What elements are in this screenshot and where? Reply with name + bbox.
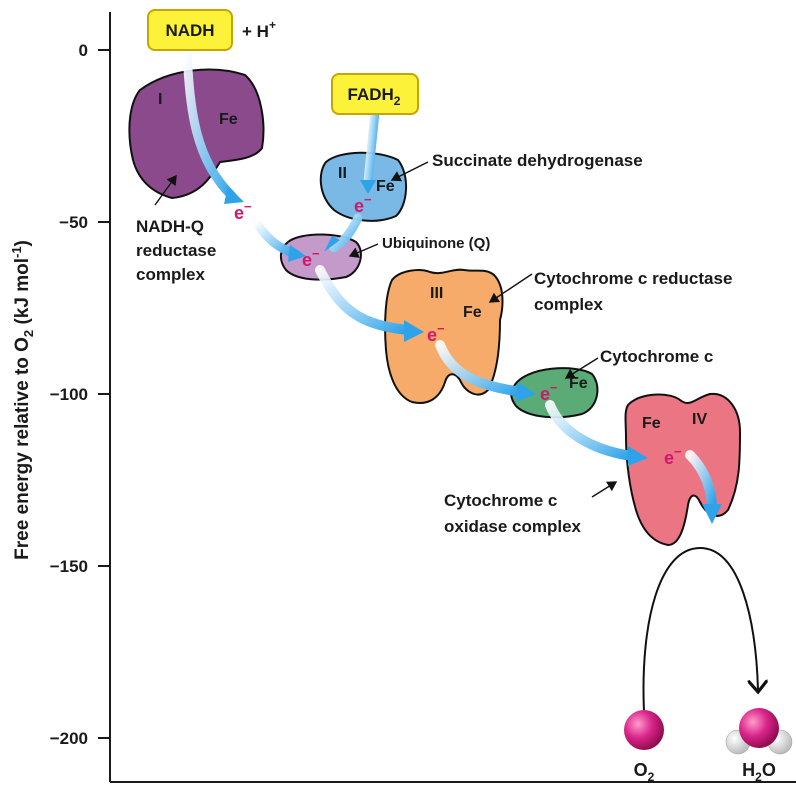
electron-II: e− [354,192,372,216]
y-axis: 0 −50 −100 −150 −200 Free energy relativ… [9,12,796,783]
cytochrome-c-label: Cytochrome c [600,347,713,366]
arrow-head [628,446,648,466]
electron-III: e− [427,321,445,345]
arrow-cytc-to-IV [545,400,637,461]
cytochrome-c-reductase-label: Cytochrome c reductase complex [534,269,737,314]
fadh2-label: FADH2 [348,85,401,108]
electron-I: e− [234,199,252,223]
arrow-fadh-to-II [363,107,380,187]
complex-IV-label: IV [692,411,707,428]
arrow-head [404,320,424,342]
electron-Q: e− [302,246,320,270]
y-tick-label: −150 [50,557,88,576]
y-axis-title: Free energy relative to O2 (kJ mol-1) [9,240,36,560]
arrow-head [702,504,722,524]
y-tick-label: −200 [50,729,88,748]
cytochrome-c-shape [510,367,599,419]
h-plus-label: + H+ [242,18,276,41]
arrow-head [224,186,244,204]
o2-label: O2 [634,760,655,784]
o2-molecule-icon [624,710,664,750]
arrow-IV-to-O2 [685,450,717,513]
complex-II-label: II [338,165,347,182]
leader-lines [154,161,618,498]
electrons: e− e− e− e− e− e− [234,192,682,468]
electron-cytc: e− [540,380,558,404]
electron-flow-arrows [182,47,722,524]
h2o-molecule-icon [725,708,793,755]
arrow-head [516,382,536,402]
complex-I-label: I [158,91,162,108]
y-tick-label: −100 [50,385,88,404]
complex-III-label: III [430,285,443,302]
arrow-head [324,236,340,252]
fadh2-box [331,73,419,115]
complex-III-fe: Fe [463,304,482,321]
y-tick-label: 0 [79,41,88,60]
electron-IV: e− [664,444,682,468]
arrow-head [288,245,306,262]
arrow-Q-to-III [315,265,413,335]
cytochrome-c-oxidase-label: Cytochrome c oxidase complex [444,491,582,536]
arrow-II-to-Q [329,213,363,253]
ubiquinone-label: Ubiquinone (Q) [382,235,490,252]
o2-to-h2o-arc [642,546,758,713]
nadh-box [147,9,233,51]
y-tick-label: −50 [59,213,88,232]
arrow-head [360,180,376,194]
complex-I-fe: Fe [219,111,238,128]
complex-IV-fe: Fe [642,415,661,432]
succinate-dehydrogenase-label: Succinate dehydrogenase [432,151,643,170]
arrow-III-to-cytc [435,340,527,397]
nadh-label: NADH [165,21,214,40]
arrow-nadh-to-I [182,47,237,201]
nadh-q-reductase-label: NADH-Q reductase complex [136,217,221,284]
cytochrome-c-fe: Fe [569,375,588,392]
complex-II-fe: Fe [376,178,395,195]
h2o-label: H2O [742,760,776,784]
